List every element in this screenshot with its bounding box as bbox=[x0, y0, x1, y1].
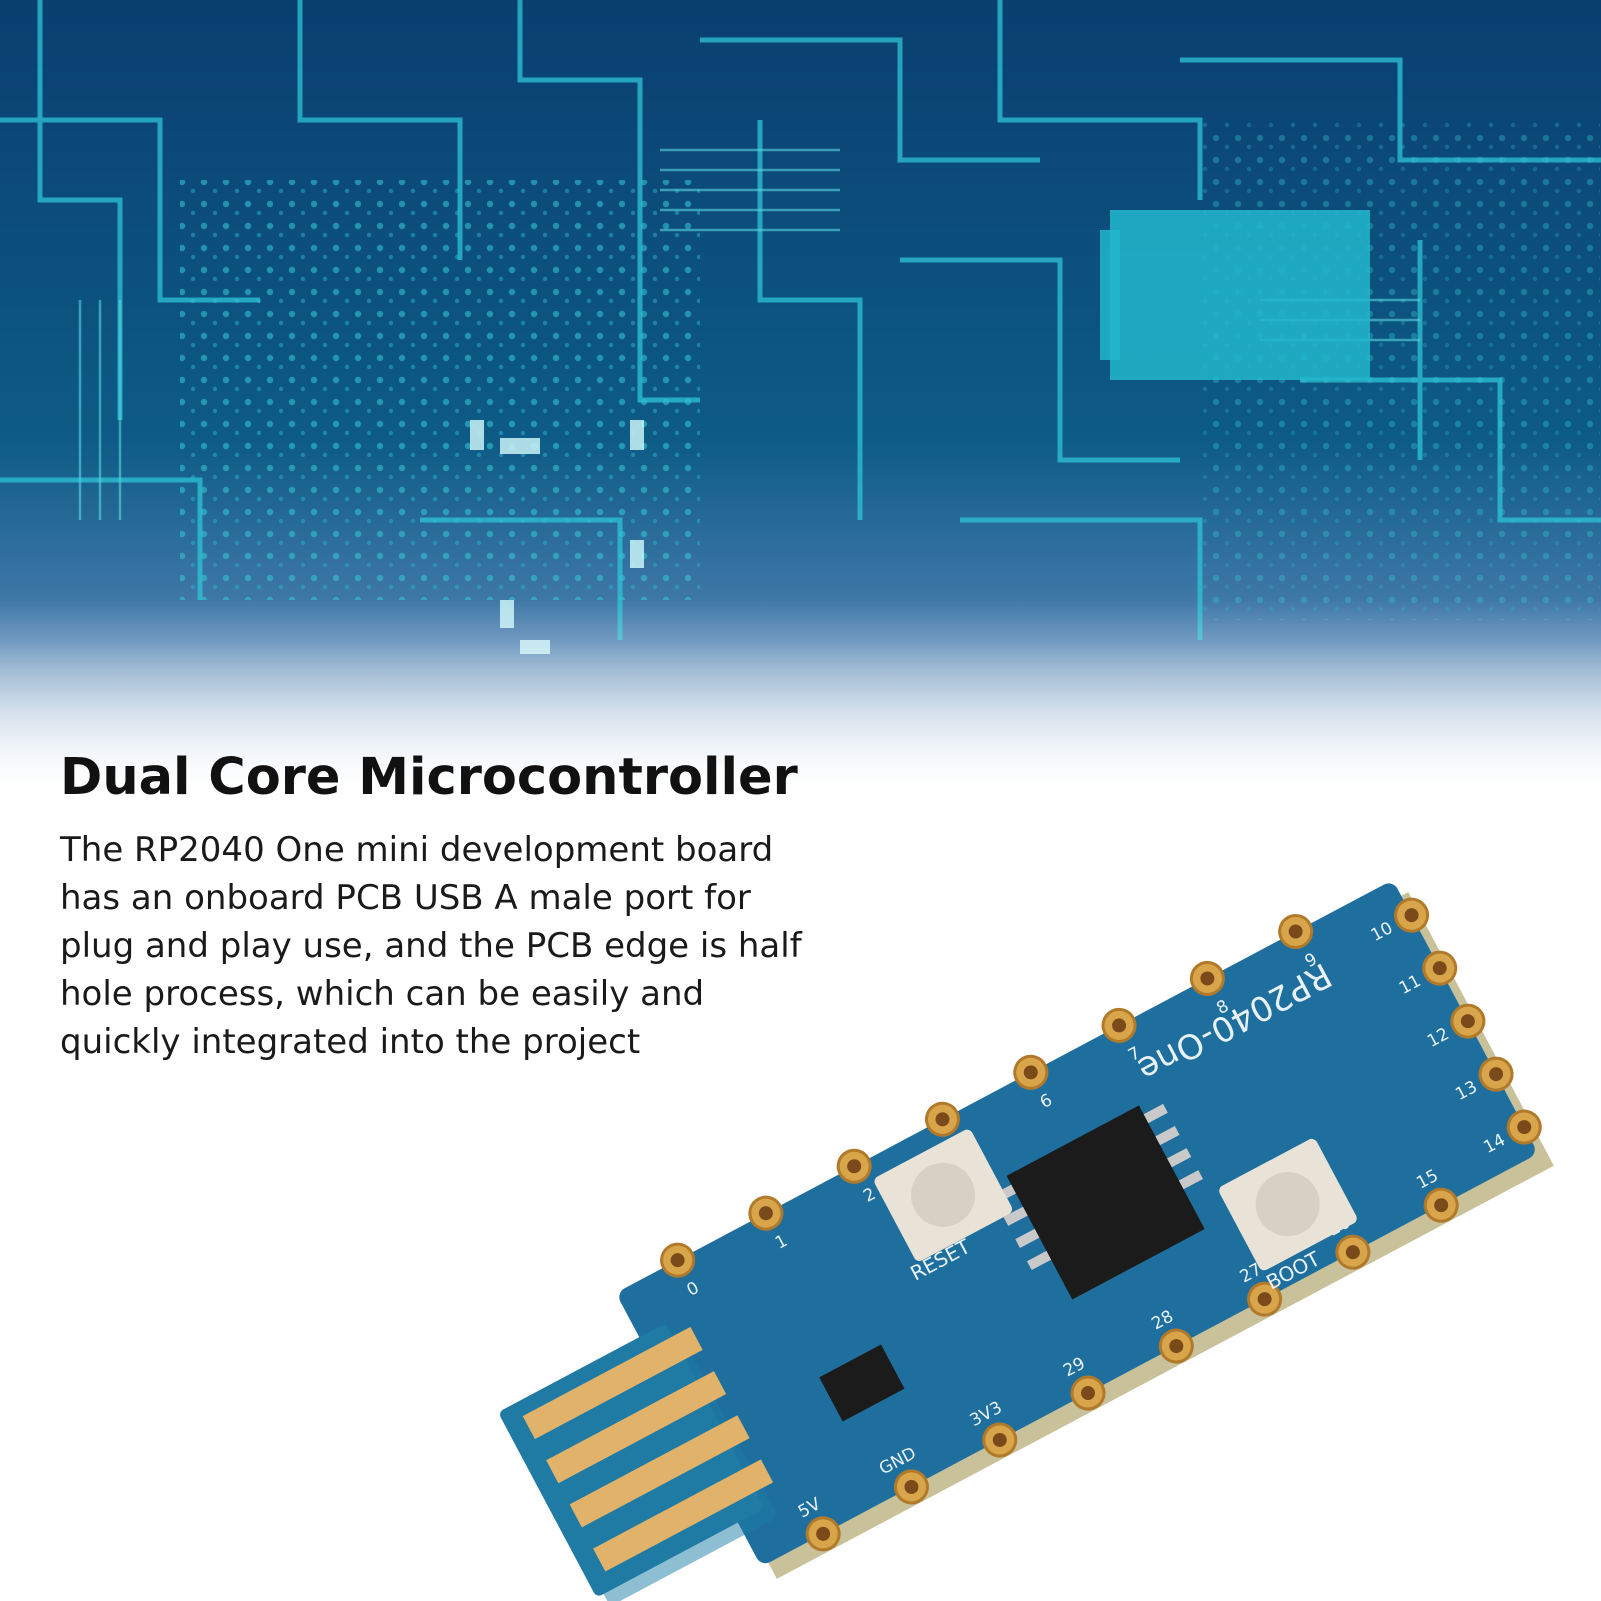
reset-button bbox=[874, 1129, 1013, 1261]
description-line: hole process, which can be easily and bbox=[60, 974, 705, 1014]
pins_bottom-pad-hole bbox=[1081, 1386, 1096, 1401]
pins_bottom-pad-hole bbox=[1169, 1339, 1184, 1354]
usb-contact-pads bbox=[522, 1326, 774, 1572]
product-description: The RP2040 One mini development board ha… bbox=[60, 826, 860, 1066]
pins_right-pad-hole bbox=[1517, 1120, 1532, 1135]
description-line: plug and play use, and the PCB edge is h… bbox=[60, 926, 802, 966]
pins_right-pad-hole bbox=[1432, 961, 1447, 976]
pins_top-pad-hole bbox=[758, 1206, 773, 1221]
voltage-regulator bbox=[819, 1344, 905, 1422]
description-line: has an onboard PCB USB A male port for bbox=[60, 878, 751, 918]
pins_bottom-pad-hole bbox=[992, 1432, 1007, 1447]
pins_top-pad-hole bbox=[670, 1253, 685, 1268]
pins_top-pad-hole bbox=[1200, 971, 1215, 986]
pins_top-pad-hole bbox=[1023, 1065, 1038, 1080]
boot-button bbox=[1219, 1138, 1357, 1271]
circuit-board-background bbox=[0, 0, 1601, 800]
headline: Dual Core Microcontroller bbox=[60, 748, 798, 807]
pins_right-pad-hole bbox=[1460, 1014, 1475, 1029]
pins_top-pad-hole bbox=[1288, 924, 1303, 939]
pins_right-pad-hole bbox=[1404, 908, 1419, 923]
pins_bottom-pad-hole bbox=[1257, 1292, 1272, 1307]
pins_bottom-pad-hole bbox=[1434, 1198, 1449, 1213]
pins_top-pad-hole bbox=[847, 1159, 862, 1174]
pins_bottom-pad-hole bbox=[816, 1526, 831, 1541]
pins_right-pad-hole bbox=[1489, 1067, 1504, 1082]
rp2040-chip bbox=[1006, 1105, 1205, 1300]
description-line: The RP2040 One mini development board bbox=[60, 830, 774, 870]
description-line: quickly integrated into the project bbox=[60, 1022, 641, 1062]
pins_top-pad-hole bbox=[935, 1112, 950, 1127]
pins_bottom-pad-hole bbox=[1345, 1245, 1360, 1260]
pins_top-pad-hole bbox=[1112, 1018, 1127, 1033]
pins_bottom-pad-hole bbox=[904, 1479, 919, 1494]
